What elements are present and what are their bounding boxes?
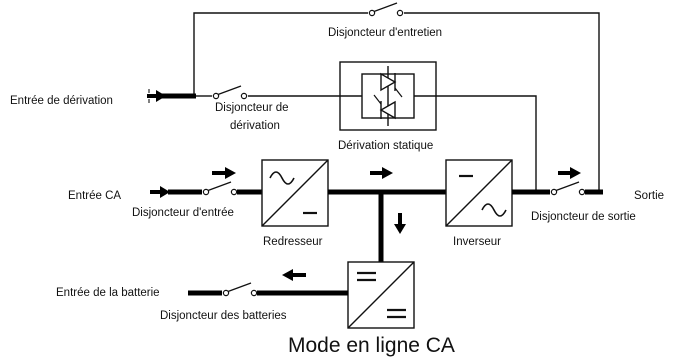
- bypass-breaker-label-line1: Disjoncteur de: [215, 102, 289, 114]
- bypass-breaker-label-line2: dérivation: [230, 120, 280, 132]
- battery-breaker-label: Disjoncteur des batteries: [160, 310, 287, 322]
- ac-input-label: Entrée CA: [68, 190, 121, 202]
- battery-converter-block: [347, 261, 415, 329]
- rectifier-flow-arrow-icon: [212, 167, 236, 179]
- rectifier-block: [261, 159, 329, 227]
- maintenance-path: [193, 2, 600, 190]
- diagram-title: Mode en ligne CA: [288, 334, 455, 357]
- rectifier-label: Redresseur: [263, 236, 323, 248]
- output-breaker-label: Disjoncteur de sortie: [531, 211, 636, 223]
- ac-input-flow-arrow-icon: [150, 186, 170, 198]
- output-breaker-switch-icon: [550, 181, 586, 196]
- maintenance-breaker-switch-icon: [368, 2, 404, 17]
- inverter-flow-arrow-icon: [370, 167, 393, 179]
- static-bypass-label: Dérivation statique: [338, 140, 433, 152]
- battery-input-label: Entrée de la batterie: [56, 287, 160, 299]
- output-flow-arrow-icon: [558, 167, 581, 179]
- bypass-input-label: Entrée de dérivation: [10, 95, 113, 107]
- sine-wave-icon: [481, 203, 507, 217]
- bypass-path: [160, 85, 537, 190]
- maintenance-breaker-label: Disjoncteur d'entretien: [328, 27, 442, 39]
- output-path: [512, 181, 603, 196]
- sine-wave-icon: [269, 171, 295, 185]
- bypass-breaker-switch-icon: [212, 85, 248, 100]
- dc-symbol-icon: [357, 271, 406, 319]
- battery-discharge-flow-arrow-icon: [282, 269, 306, 281]
- battery-breaker-switch-icon: [222, 282, 258, 297]
- battery-charge-flow-arrow-icon: [394, 213, 406, 234]
- ac-input-path: [168, 181, 262, 196]
- battery-path: [188, 282, 348, 297]
- inverter-block: [445, 159, 513, 227]
- input-breaker-switch-icon: [202, 181, 238, 196]
- dc-bus: [328, 189, 446, 262]
- bypass-input-flow-arrow-icon: [147, 89, 166, 103]
- inverter-label: Inverseur: [453, 236, 501, 248]
- thyristor-icon: [373, 72, 403, 120]
- static-bypass-block: [339, 61, 437, 131]
- output-label: Sortie: [634, 190, 664, 202]
- input-breaker-label: Disjoncteur d'entrée: [132, 207, 234, 219]
